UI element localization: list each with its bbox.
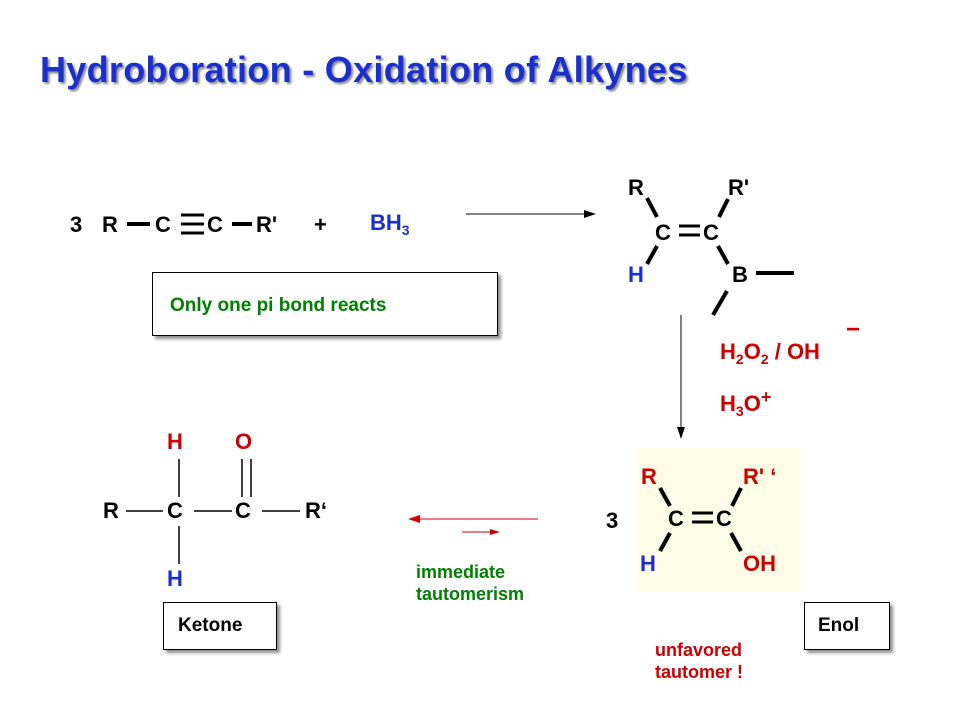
keto-c1: C [167,498,183,523]
borane: BH3 [370,210,410,238]
alkyne-coefficient: 3 [70,212,83,237]
tautomerism-label: immediate tautomerism [416,562,525,604]
reagent2-h: H [720,391,736,416]
vb-bond-h [645,245,659,265]
reagent2-charge: + [760,387,772,407]
enol-coefficient: 3 [606,508,619,533]
keto-h-bottom: H [167,566,183,591]
enol-r2: R' ‘ [743,464,777,489]
slide-title: Hydroboration - Oxidation of Alkynes [40,49,688,90]
keto-o: O [235,429,253,454]
down-arrow-head [677,427,685,439]
vb-bond-b [716,245,730,265]
enol-bond-r [658,487,672,507]
enol-label-box [804,602,890,650]
reagent1-h: H [720,339,736,364]
alkyne-c2: C [207,212,223,237]
alkyne-r: R [102,212,118,237]
reagent1-rest: / OH [768,339,820,364]
equilibrium-arrow-forward-head [490,529,500,535]
reagent1-sub1: 2 [735,351,744,367]
vb-c2: C [703,220,719,245]
enol-bond-oh [729,532,743,552]
equilibrium-arrow-back-head [408,515,420,523]
keto-r: R [103,498,119,523]
keto-h-top: H [167,429,183,454]
enol-oh: OH [743,551,776,576]
ketone-label-box [163,602,277,650]
borane-main: BH [370,210,402,235]
note-text: Only one pi bond reacts [170,295,387,316]
vb-r2: R' [728,175,750,200]
enol-c1: C [668,506,684,531]
ketone-name: Ketone [178,615,243,636]
reagent2-o: O [743,391,761,416]
borane-sub: 3 [401,222,410,238]
vb-bond-r2 [717,198,730,218]
vb-bond-r [645,197,659,218]
enol-name: Enol [818,615,860,636]
reagent-peroxide: H2O2 / OH [720,339,820,367]
note-box [152,272,498,336]
enol-bond-r2 [730,487,743,507]
unfavored-note: unfavored tautomer ! [655,640,744,682]
vb-r: R [628,175,644,200]
vb-bond-b-down [711,289,729,317]
alkyne-r2: R' [256,212,278,237]
vb-c1: C [655,220,671,245]
enol-highlight [638,448,800,592]
hydroxide-charge: − [846,316,861,343]
keto-r2: R‘ [305,498,327,523]
enol-h: H [640,551,656,576]
vb-h: H [628,262,644,287]
reagent1-o: O [743,339,761,364]
reagent2-sub: 3 [735,403,744,419]
reagent1-sub2: 2 [760,351,769,367]
reaction-arrow-head [584,210,596,218]
keto-c2: C [235,498,251,523]
vb-b: B [732,262,748,287]
enol-r: R [641,464,657,489]
plus-sign: + [314,212,327,237]
enol-bond-h [658,532,672,552]
reagent-hydronium: H3O+ [720,388,771,418]
alkyne-c1: C [155,212,171,237]
enol-c2: C [716,506,732,531]
